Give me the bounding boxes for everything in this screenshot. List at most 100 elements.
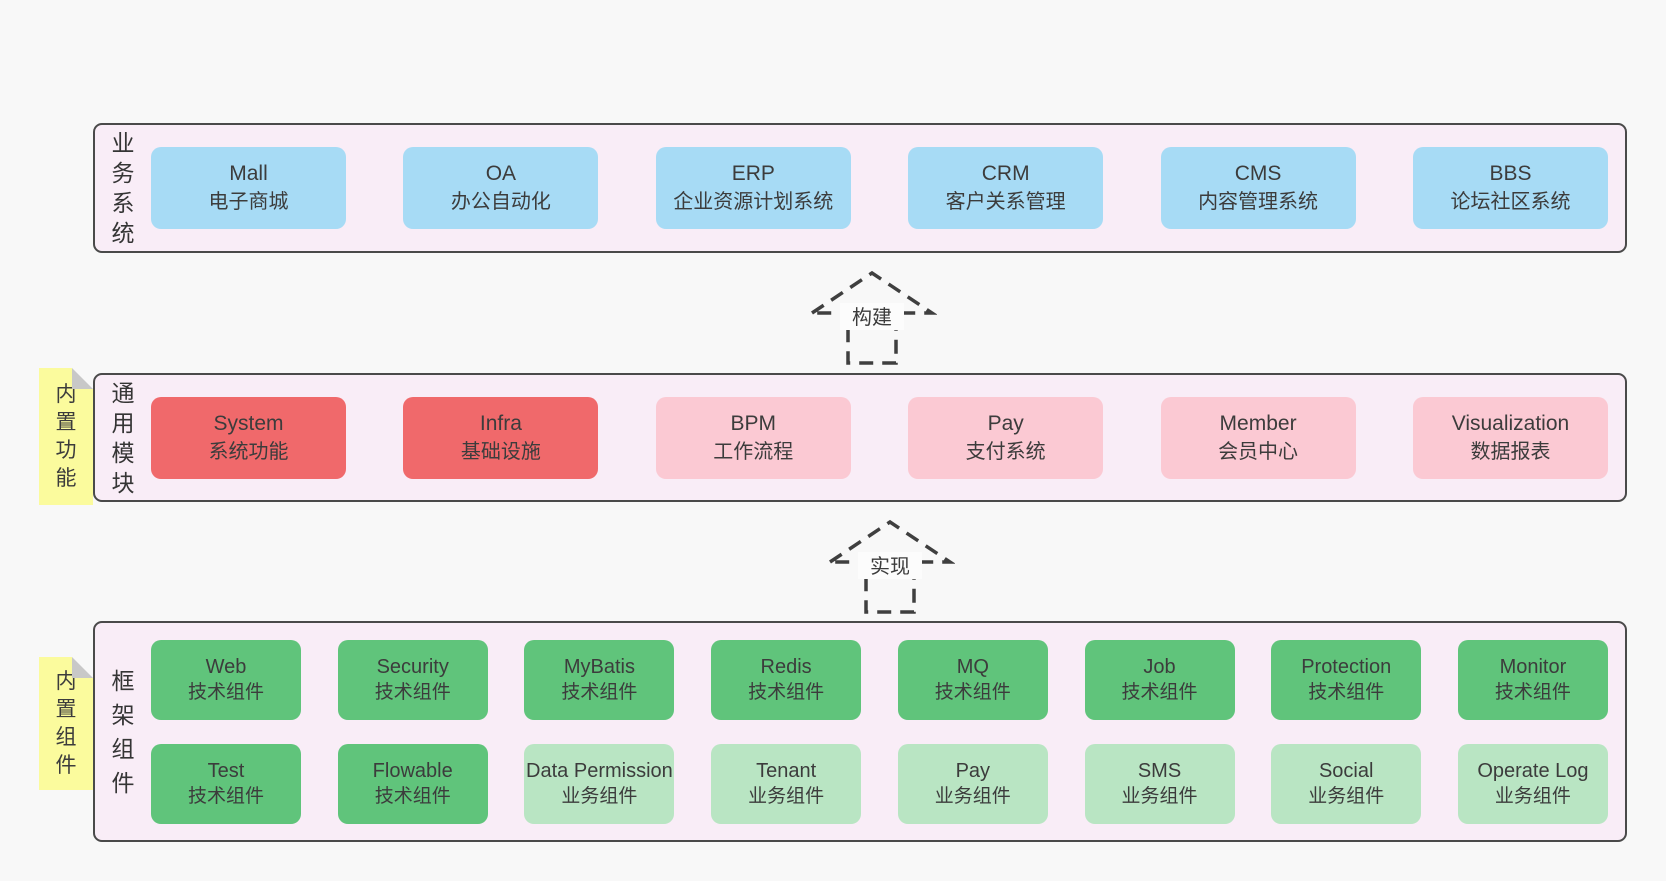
note-fold-corner-icon xyxy=(72,657,93,678)
node-flowable: Flowable 技术组件 xyxy=(337,743,488,824)
build-arrow-label: 构建 xyxy=(852,306,892,329)
common-boxes-row: System 系统功能 Infra 基础设施 BPM 工作流程 Pay 支付系统… xyxy=(151,375,1608,500)
node-monitor: Monitor 技术组件 xyxy=(1457,639,1608,720)
node-subtitle: 办公自动化 xyxy=(450,191,551,213)
layer-label-business: 业 务 系 统 xyxy=(95,125,151,251)
node-title: OA xyxy=(485,162,517,185)
node-subtitle: 技术组件 xyxy=(561,681,638,703)
node-web: Web 技术组件 xyxy=(151,639,301,720)
node-subtitle: 技术组件 xyxy=(748,681,825,703)
node-mq: MQ 技术组件 xyxy=(897,639,1048,720)
business-boxes-row: Mall 电子商城 OA 办公自动化 ERP 企业资源计划系统 CRM 客户关系… xyxy=(151,125,1608,251)
implement-arrow-label: 实现 xyxy=(870,555,910,578)
framework-row-2: Test 技术组件 Flowable 技术组件 Data Permission … xyxy=(151,743,1608,824)
node-subtitle: 技术组件 xyxy=(934,681,1011,703)
node-subtitle: 论坛社区系统 xyxy=(1450,191,1571,213)
sticky-note-builtin-components: 内 置 组 件 xyxy=(39,657,93,790)
node-title: Job xyxy=(1143,655,1176,678)
node-subtitle: 业务组件 xyxy=(561,785,638,807)
node-subtitle: 技术组件 xyxy=(1121,681,1198,703)
node-bbs: BBS 论坛社区系统 xyxy=(1412,147,1608,229)
node-title: Social xyxy=(1318,759,1374,782)
node-system: System 系统功能 xyxy=(151,396,346,479)
node-subtitle: 系统功能 xyxy=(208,440,289,463)
layer-framework-components: 框 架 组 件 Web 技术组件 Security 技术组件 MyBatis 技… xyxy=(93,621,1627,842)
node-operate-log: Operate Log 业务组件 xyxy=(1457,743,1608,824)
node-title: Redis xyxy=(760,655,812,678)
layer-label-framework: 框 架 组 件 xyxy=(95,623,151,840)
node-bpm: BPM 工作流程 xyxy=(655,396,851,479)
node-tenant: Tenant 业务组件 xyxy=(711,743,862,824)
implement-arrow-icon: 实现 xyxy=(825,519,955,614)
node-mybatis: MyBatis 技术组件 xyxy=(524,639,675,720)
node-subtitle: 业务组件 xyxy=(1121,785,1198,807)
node-pay-system: Pay 支付系统 xyxy=(908,396,1104,479)
node-title: Security xyxy=(376,655,449,678)
node-title: BBS xyxy=(1489,162,1532,185)
node-subtitle: 工作流程 xyxy=(713,440,794,463)
node-redis: Redis 技术组件 xyxy=(711,639,862,720)
node-title: Visualization xyxy=(1451,411,1570,435)
node-erp: ERP 企业资源计划系统 xyxy=(655,147,851,229)
node-sms: SMS 业务组件 xyxy=(1084,743,1235,824)
node-subtitle: 技术组件 xyxy=(374,681,451,703)
node-subtitle: 技术组件 xyxy=(187,785,264,807)
node-test: Test 技术组件 xyxy=(151,743,301,824)
node-subtitle: 数据报表 xyxy=(1470,440,1551,463)
node-subtitle: 业务组件 xyxy=(748,785,825,807)
node-title: System xyxy=(213,411,284,435)
sticky-note-builtin-features: 内 置 功 能 xyxy=(39,368,93,505)
node-subtitle: 技术组件 xyxy=(1494,681,1571,703)
node-title: MyBatis xyxy=(563,655,635,678)
node-member: Member 会员中心 xyxy=(1160,396,1356,479)
node-title: MQ xyxy=(956,655,989,678)
node-title: Tenant xyxy=(756,759,817,782)
node-subtitle: 基础设施 xyxy=(460,440,541,463)
node-protection: Protection 技术组件 xyxy=(1271,639,1422,720)
node-subtitle: 技术组件 xyxy=(1308,681,1385,703)
node-title: CMS xyxy=(1234,162,1282,185)
node-title: Monitor xyxy=(1499,655,1567,678)
arrow-label-bg xyxy=(840,303,904,330)
arrow-label-bg xyxy=(858,552,922,579)
sticky-note-text: 内 置 功 能 xyxy=(55,382,77,490)
node-title: BPM xyxy=(730,411,777,435)
node-title: Pay xyxy=(955,759,991,782)
node-title: Data Permission xyxy=(526,759,673,782)
node-subtitle: 技术组件 xyxy=(374,785,451,807)
layer-label-common: 通 用 模 块 xyxy=(95,375,151,500)
layer-label-framework-text: 框 架 组 件 xyxy=(111,667,135,796)
node-title: Infra xyxy=(479,411,522,435)
layer-common-modules: 通 用 模 块 System 系统功能 Infra 基础设施 BPM 工作流程 … xyxy=(93,373,1627,502)
node-data-permission: Data Permission 业务组件 xyxy=(524,743,675,824)
layer-business-systems: 业 务 系 统 Mall 电子商城 OA 办公自动化 ERP 企业资源计划系统 … xyxy=(93,123,1627,253)
node-subtitle: 业务组件 xyxy=(1494,785,1571,807)
node-crm: CRM 客户关系管理 xyxy=(908,147,1104,229)
node-title: Pay xyxy=(987,411,1024,435)
node-subtitle: 内容管理系统 xyxy=(1198,191,1319,213)
node-subtitle: 支付系统 xyxy=(965,440,1046,463)
node-pay-component: Pay 业务组件 xyxy=(897,743,1048,824)
node-title: Operate Log xyxy=(1477,759,1589,782)
node-social: Social 业务组件 xyxy=(1271,743,1422,824)
node-subtitle: 客户关系管理 xyxy=(945,191,1066,213)
node-title: Test xyxy=(207,759,245,782)
node-subtitle: 企业资源计划系统 xyxy=(673,191,834,213)
node-title: CRM xyxy=(981,162,1030,185)
node-subtitle: 会员中心 xyxy=(1218,440,1299,463)
node-security: Security 技术组件 xyxy=(337,639,488,720)
node-title: Mall xyxy=(229,162,268,185)
node-title: ERP xyxy=(731,162,775,185)
node-visualization: Visualization 数据报表 xyxy=(1412,396,1608,479)
node-mall: Mall 电子商城 xyxy=(151,147,346,229)
build-arrow-icon: 构建 xyxy=(807,270,937,365)
node-title: Web xyxy=(205,655,247,678)
node-title: SMS xyxy=(1137,759,1182,782)
layer-label-common-text: 通 用 模 块 xyxy=(111,379,135,496)
framework-row-1: Web 技术组件 Security 技术组件 MyBatis 技术组件 Redi… xyxy=(151,639,1608,720)
node-title: Flowable xyxy=(372,759,453,782)
node-cms: CMS 内容管理系统 xyxy=(1160,147,1356,229)
node-subtitle: 技术组件 xyxy=(187,681,264,703)
sticky-note-text: 内 置 组 件 xyxy=(55,669,77,777)
node-job: Job 技术组件 xyxy=(1084,639,1235,720)
